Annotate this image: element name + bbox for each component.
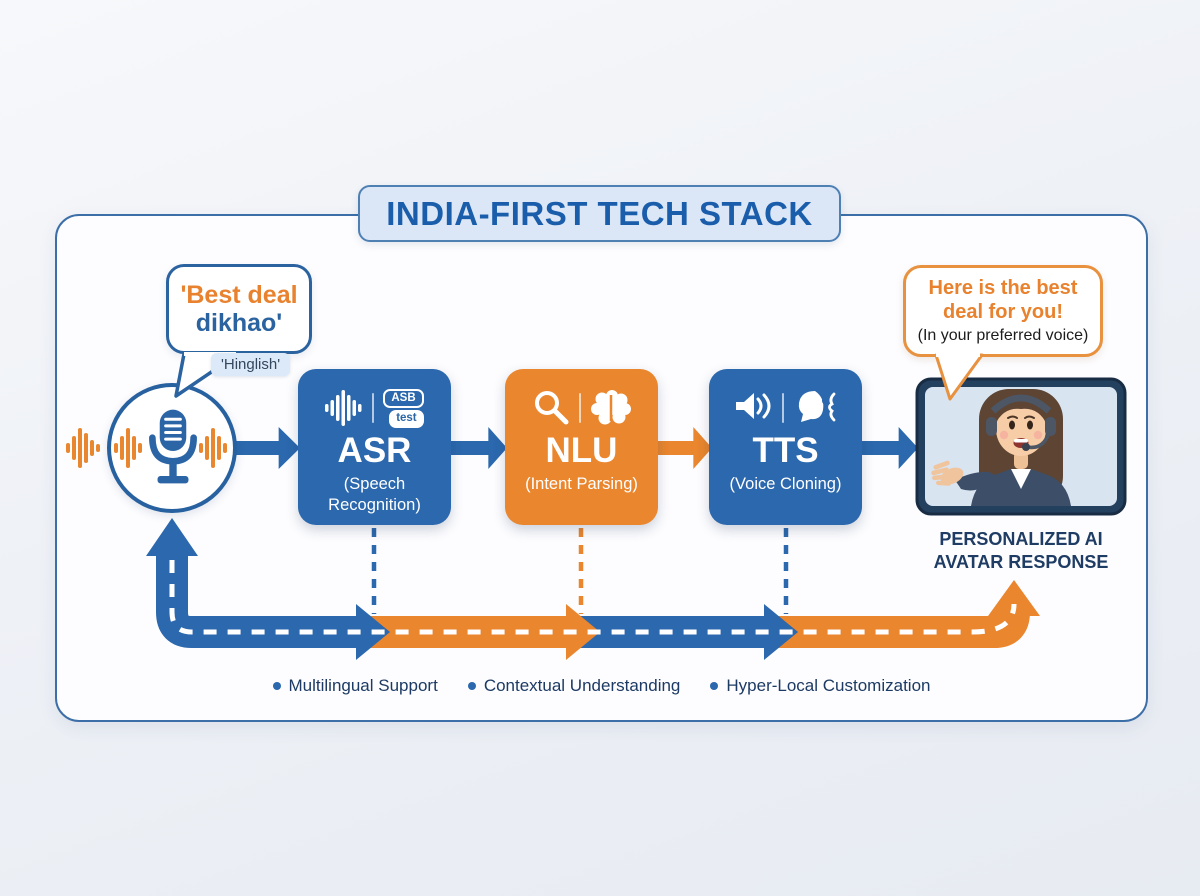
avatar-illustration bbox=[931, 389, 1071, 506]
microphone-icon bbox=[149, 409, 197, 484]
arrow-tts-to-avatar bbox=[860, 427, 918, 469]
title-banner: INDIA-FIRST TECH STACK bbox=[358, 185, 841, 242]
asb-chip: ASB bbox=[383, 388, 424, 408]
ai-speech-bubble: Here is the best deal for you! (In your … bbox=[903, 265, 1103, 357]
arrow-asr-to-nlu bbox=[451, 427, 507, 469]
user-speech-line2: dikhao' bbox=[195, 309, 283, 337]
avatar-caption: PERSONALIZED AI AVATAR RESPONSE bbox=[933, 529, 1109, 573]
page-title: INDIA-FIRST TECH STACK bbox=[386, 194, 813, 232]
feature-hyperlocal: Hyper-Local Customization bbox=[710, 676, 930, 696]
nlu-label: NLU bbox=[545, 431, 618, 470]
asr-node: ASB test ASR (Speech Recognition) bbox=[298, 369, 451, 525]
speaker-icon bbox=[735, 393, 770, 419]
magnifier-icon bbox=[534, 391, 568, 425]
feature-multilingual: Multilingual Support bbox=[272, 676, 438, 696]
asr-label: ASR bbox=[337, 431, 412, 470]
tts-label: TTS bbox=[752, 431, 819, 470]
language-tag: 'Hinglish' bbox=[211, 353, 291, 376]
bullet-icon bbox=[272, 682, 281, 690]
arrow-nlu-to-tts bbox=[656, 427, 712, 469]
ai-speech-line1: Here is the best deal for you! bbox=[928, 276, 1078, 323]
nlu-node: NLU (Intent Parsing) bbox=[505, 369, 658, 525]
asr-sublabel: (Speech Recognition) bbox=[328, 475, 421, 514]
nlu-sublabel: (Intent Parsing) bbox=[525, 475, 638, 493]
sound-wave-icon bbox=[199, 428, 227, 468]
chat-bubbles-icon: ASB test bbox=[383, 388, 424, 428]
test-chip: test bbox=[389, 410, 424, 428]
sound-wave-icon bbox=[114, 428, 142, 468]
ai-bubble-tail bbox=[934, 353, 984, 401]
ai-speech-line2: (In your preferred voice) bbox=[917, 327, 1089, 345]
waveform-icon bbox=[325, 390, 362, 426]
features-row: Multilingual Support Contextual Understa… bbox=[55, 676, 1148, 696]
user-speech-line1: 'Best deal bbox=[180, 281, 298, 309]
user-speech-bubble: 'Best deal dikhao' bbox=[166, 264, 312, 354]
sound-wave-icon bbox=[66, 428, 100, 468]
bullet-icon bbox=[467, 682, 476, 690]
feature-contextual: Contextual Understanding bbox=[467, 676, 680, 696]
avatar-woman-headset bbox=[915, 377, 1127, 516]
talking-head-icon bbox=[798, 391, 835, 422]
brain-icon bbox=[590, 390, 631, 425]
nlu-icon-row bbox=[532, 386, 632, 430]
icon-divider bbox=[372, 393, 375, 423]
icon-divider bbox=[781, 393, 784, 423]
tts-icon-row bbox=[735, 386, 837, 430]
tts-sublabel: (Voice Cloning) bbox=[729, 475, 842, 493]
icon-divider bbox=[578, 393, 581, 423]
tts-node: TTS (Voice Cloning) bbox=[709, 369, 862, 525]
arrow-mic-to-asr bbox=[236, 427, 300, 469]
bullet-icon bbox=[710, 682, 719, 690]
asr-icon-row: ASB test bbox=[325, 386, 424, 430]
